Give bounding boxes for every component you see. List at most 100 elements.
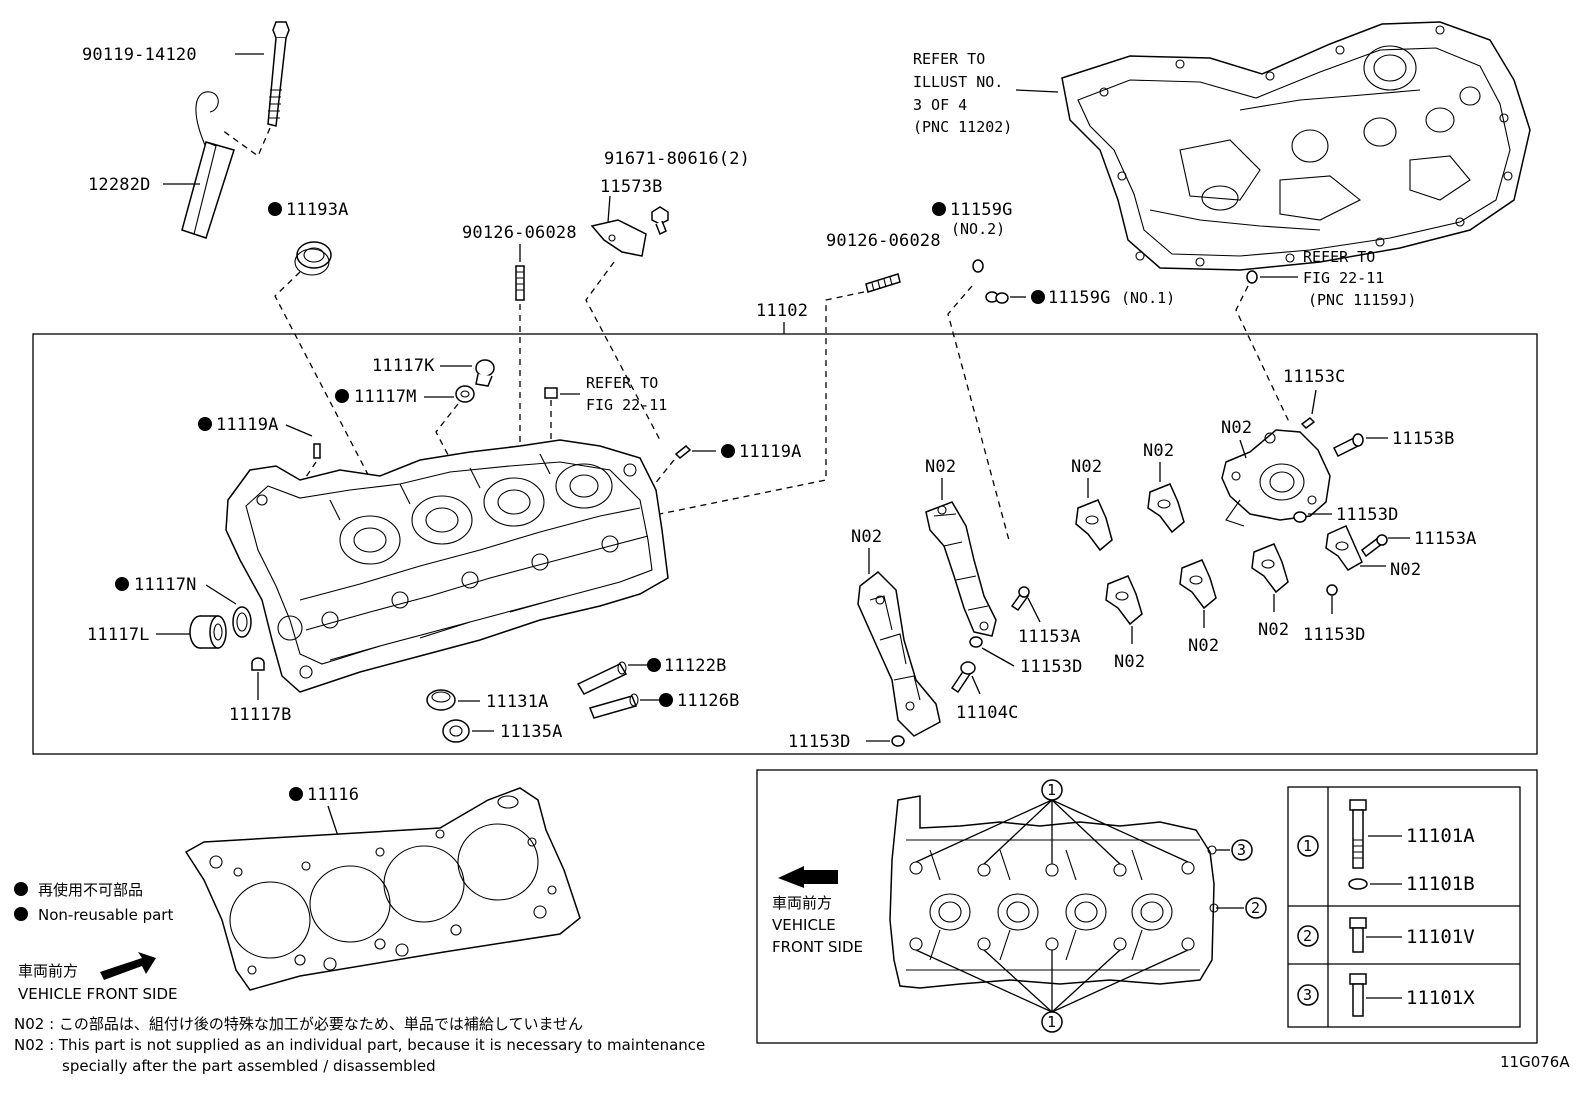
label-11159G-no1: 11159G bbox=[1048, 288, 1111, 308]
note-n02-en-2: specially after the part assembled / dis… bbox=[62, 1057, 436, 1075]
stud-90126-06028-b bbox=[865, 273, 901, 293]
label-11153B: 11153B bbox=[1392, 429, 1455, 449]
table-circle-2 bbox=[1297, 925, 1319, 947]
dowel-11119A-left bbox=[313, 443, 321, 459]
label-11159G-no2: 11159G bbox=[950, 200, 1013, 220]
front-side-en-box-1: VEHICLE bbox=[772, 916, 836, 934]
pin-11153D-3 bbox=[1326, 584, 1338, 596]
label-n02-6: N02 bbox=[1188, 636, 1219, 656]
label-11117K: 11117K bbox=[372, 356, 435, 376]
plug-11117K bbox=[475, 359, 495, 387]
bearing-cap-6 bbox=[1325, 525, 1363, 571]
legend-nonreusable-jp: 再使用不可部品 bbox=[38, 881, 143, 899]
front-side-jp-left: 車両前方 bbox=[18, 962, 78, 980]
bolt-11153A-1 bbox=[1360, 534, 1388, 558]
guide-11126B bbox=[588, 693, 639, 719]
plug-11117B bbox=[251, 657, 265, 671]
label-11117M: 11117M bbox=[354, 387, 417, 407]
guide-11122B bbox=[576, 661, 628, 695]
dowel-11119A-right bbox=[674, 444, 692, 460]
bolt-table-frame bbox=[1287, 786, 1521, 1028]
callout-1-bottom: 1 bbox=[1047, 1013, 1056, 1031]
bolt-91671-80616 bbox=[651, 206, 669, 236]
label-11101V: 11101V bbox=[1406, 926, 1475, 948]
pin-11153D-4 bbox=[891, 735, 905, 747]
front-side-jp-box: 車両前方 bbox=[772, 894, 832, 912]
label-n02-4: N02 bbox=[1143, 441, 1174, 461]
label-11119A-left: 11119A bbox=[216, 415, 279, 435]
washer-11101B bbox=[1348, 878, 1368, 890]
label-11101A: 11101A bbox=[1406, 825, 1475, 847]
note-n02-en-1: N02 : This part is not supplied as an in… bbox=[14, 1036, 705, 1054]
pin-11153D-1 bbox=[1293, 511, 1307, 523]
label-11573B: 11573B bbox=[600, 177, 663, 197]
label-90126-06028-b: 90126-06028 bbox=[826, 231, 941, 251]
refer-illust-line2: ILLUST NO. bbox=[913, 73, 1003, 91]
label-11119A-right: 11119A bbox=[739, 442, 802, 462]
label-11153A-2: 11153A bbox=[1018, 627, 1081, 647]
label-11117N: 11117N bbox=[134, 575, 197, 595]
table-circle-1 bbox=[1297, 835, 1319, 857]
label-91671-80616: 91671-80616(2) bbox=[604, 149, 750, 169]
stud-90126-06028-a bbox=[515, 265, 525, 301]
gasket-11117N bbox=[232, 606, 252, 638]
label-90126-06028-a: 90126-06028 bbox=[462, 223, 577, 243]
label-11117L: 11117L bbox=[87, 625, 150, 645]
callout-2: 2 bbox=[1251, 899, 1260, 917]
head-top-view-drawing bbox=[889, 795, 1219, 989]
bolt-11153A-2 bbox=[1010, 586, 1030, 612]
washer-11117M bbox=[455, 385, 475, 403]
refer-fig-b-line1: REFER TO bbox=[586, 374, 658, 392]
callout-3: 3 bbox=[1237, 841, 1246, 859]
label-11193A: 11193A bbox=[286, 200, 349, 220]
label-n02-8: N02 bbox=[1390, 560, 1421, 580]
note-n02-jp: N02 : この部品は、組付け後の特殊な加工が必要なため、単品では補給していませ… bbox=[14, 1015, 583, 1033]
refer-fig-a-line1: REFER TO bbox=[1303, 248, 1375, 266]
bolt-pattern-frame bbox=[756, 769, 1538, 1044]
label-11104C: 11104C bbox=[956, 703, 1019, 723]
table-callout-3: 3 bbox=[1303, 986, 1312, 1004]
label-no1-paren: (NO.1) bbox=[1121, 289, 1175, 307]
label-11153A-1: 11153A bbox=[1414, 529, 1477, 549]
figure-code: 11G076A bbox=[1500, 1053, 1570, 1071]
label-90119-14120: 90119-14120 bbox=[82, 45, 197, 65]
front-side-en-left: VEHICLE FRONT SIDE bbox=[18, 985, 178, 1003]
bolt-11101V bbox=[1349, 917, 1367, 953]
label-11153D-4: 11153D bbox=[788, 732, 851, 752]
bracket-11573B bbox=[590, 219, 647, 257]
bolt-pattern-leaders bbox=[915, 799, 1244, 1013]
label-11116: 11116 bbox=[307, 785, 359, 805]
label-11101B: 11101B bbox=[1406, 873, 1475, 895]
label-n02-9: N02 bbox=[1221, 418, 1252, 438]
oring-refer-11159J bbox=[1246, 270, 1258, 284]
bearing-cap-3 bbox=[1105, 575, 1143, 626]
label-n02-7: N02 bbox=[1258, 620, 1289, 640]
insert-11131A bbox=[426, 689, 456, 711]
legend-nonreusable-en: Non-reusable part bbox=[38, 906, 173, 924]
label-11122B: 11122B bbox=[664, 656, 727, 676]
label-n02-5: N02 bbox=[1114, 652, 1145, 672]
bolt-11101X bbox=[1349, 973, 1367, 1017]
bolt-90119-14120 bbox=[267, 21, 290, 127]
table-callout-1: 1 bbox=[1303, 837, 1312, 855]
pin-11153D-2 bbox=[969, 636, 983, 648]
refer-fig-b-line2: FIG 22-11 bbox=[586, 396, 667, 414]
bearing-cap-4 bbox=[1179, 559, 1217, 610]
seal-11193A bbox=[294, 241, 332, 276]
assembly-frame-11102 bbox=[32, 333, 1538, 755]
label-11153D-1: 11153D bbox=[1336, 505, 1399, 525]
label-n02-2: N02 bbox=[925, 457, 956, 477]
front-side-en-box-2: FRONT SIDE bbox=[772, 938, 863, 956]
label-n02-3: N02 bbox=[1071, 457, 1102, 477]
bolt-11153B bbox=[1332, 433, 1364, 458]
front-cam-housing bbox=[1221, 429, 1331, 527]
bolt-11101A bbox=[1349, 799, 1367, 869]
refer-illust-line3: 3 OF 4 bbox=[913, 96, 967, 114]
pin-refer-fig bbox=[544, 387, 558, 399]
oring-11159G-no2 bbox=[972, 259, 984, 273]
label-11153C: 11153C bbox=[1283, 367, 1346, 387]
table-callout-2: 2 bbox=[1303, 927, 1312, 945]
bearing-cap-long bbox=[925, 501, 997, 637]
cam-housing-cover-drawing bbox=[1061, 21, 1531, 271]
bearing-cap-5 bbox=[1251, 543, 1289, 594]
